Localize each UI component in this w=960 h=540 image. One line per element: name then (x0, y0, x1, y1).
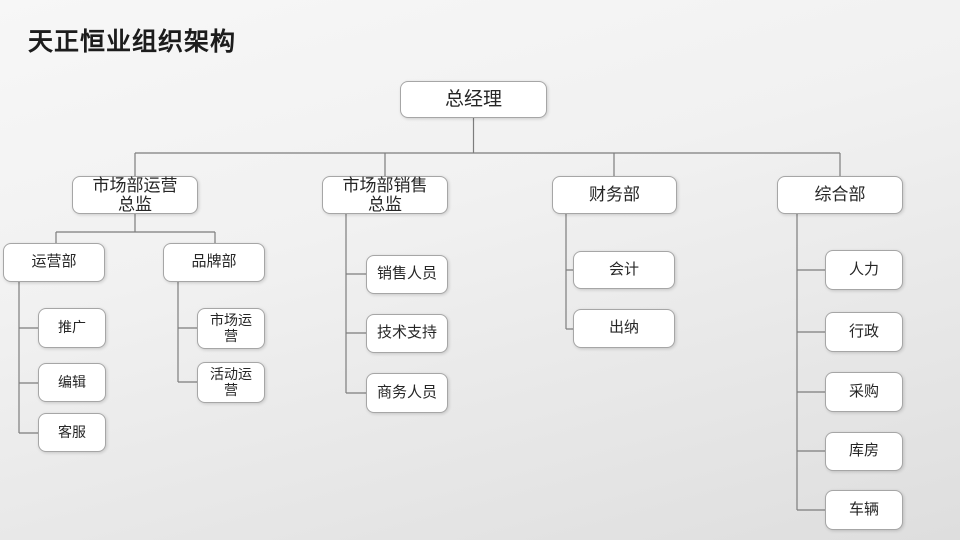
node-editing[interactable]: 编辑 (38, 363, 106, 402)
node-procurement[interactable]: 采购 (825, 372, 903, 412)
node-warehouse[interactable]: 库房 (825, 432, 903, 471)
connector-marketing-ops-split (55, 214, 216, 243)
node-brand-dept[interactable]: 品牌部 (163, 243, 265, 282)
node-label: 采购 (848, 382, 879, 400)
node-label: 综合部 (814, 185, 866, 205)
connector-operations-dept-hang (18, 282, 38, 434)
node-cashier[interactable]: 出纳 (573, 309, 675, 348)
node-tech-support[interactable]: 技术支持 (366, 314, 448, 353)
node-accounting[interactable]: 会计 (573, 251, 675, 289)
node-label: 出纳 (608, 319, 639, 337)
node-label: 总经理 (444, 88, 502, 110)
node-label: 行政 (848, 322, 879, 340)
node-marketing-ops-director[interactable]: 市场部运营 总监 (72, 176, 198, 214)
node-label: 品牌部 (191, 253, 237, 271)
node-label: 商务人员 (376, 383, 437, 401)
page-title: 天正恒业组织架构 (28, 28, 237, 56)
node-vehicles[interactable]: 车辆 (825, 490, 903, 530)
node-label: 运营部 (31, 253, 77, 271)
node-general-manager[interactable]: 总经理 (400, 81, 547, 118)
node-label: 推广 (58, 319, 86, 336)
node-label: 车辆 (848, 500, 879, 518)
connector-sales-director-hang (345, 214, 366, 394)
node-label: 市场部销售 总监 (342, 175, 428, 214)
node-label: 客服 (58, 423, 86, 440)
node-sales-staff[interactable]: 销售人员 (366, 255, 448, 294)
node-label: 技术支持 (376, 324, 437, 342)
node-label: 财务部 (589, 185, 640, 205)
node-label: 活动运 营 (210, 365, 252, 398)
node-label: 编辑 (58, 373, 86, 390)
node-marketing-sales-director[interactable]: 市场部销售 总监 (322, 176, 448, 214)
node-business-staff[interactable]: 商务人员 (366, 373, 448, 413)
connector-brand-dept-hang (177, 282, 197, 383)
node-administration[interactable]: 行政 (825, 312, 903, 352)
node-operations-dept[interactable]: 运营部 (3, 243, 105, 282)
connector-general-dept-hang (796, 214, 825, 511)
node-customer-service[interactable]: 客服 (38, 413, 106, 452)
node-event-operations[interactable]: 活动运 营 (197, 362, 265, 403)
connector-root-to-level2 (134, 118, 841, 176)
node-label: 市场运 营 (210, 311, 252, 344)
node-general-affairs-dept[interactable]: 综合部 (777, 176, 903, 214)
node-label: 市场部运营 总监 (92, 175, 178, 214)
node-hr[interactable]: 人力 (825, 250, 903, 290)
node-finance-dept[interactable]: 财务部 (552, 176, 677, 214)
node-label: 销售人员 (376, 265, 437, 283)
node-market-operations[interactable]: 市场运 营 (197, 308, 265, 349)
node-label: 人力 (848, 260, 879, 278)
node-label: 库房 (848, 442, 879, 460)
connector-finance-dept-hang (565, 214, 573, 330)
node-promotion[interactable]: 推广 (38, 308, 106, 348)
node-label: 会计 (608, 260, 639, 278)
